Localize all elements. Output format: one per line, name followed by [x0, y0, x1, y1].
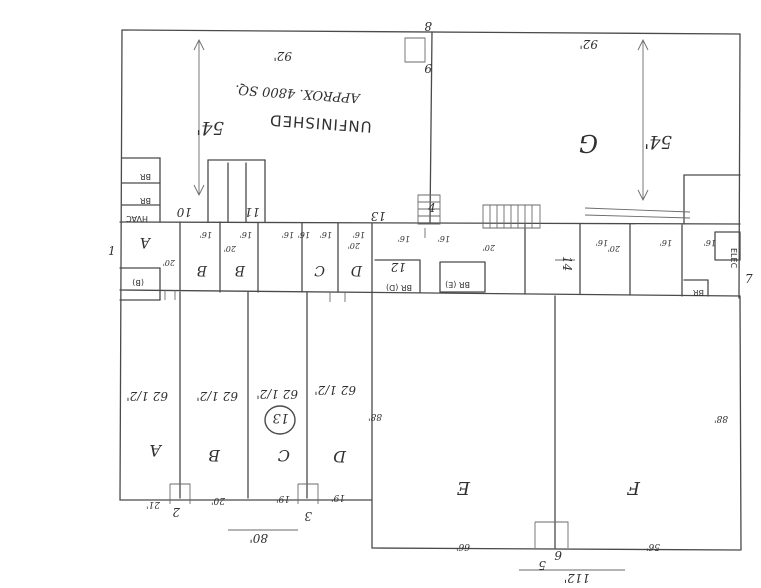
corridor-dim-2: 16': [200, 230, 212, 239]
corridor-unit-letters: A B B C D: [140, 234, 363, 278]
area-g-depth-label: 54': [644, 131, 672, 152]
area-g-label: G: [579, 129, 598, 157]
marker-8: 8: [424, 19, 432, 33]
upper-depth-label: 54': [196, 117, 224, 138]
marker-14: 14: [560, 256, 574, 271]
circled-number: 13: [272, 410, 289, 425]
marker-6: 6: [554, 548, 562, 562]
unit-b-length: 62 1/2': [196, 389, 238, 403]
lower-right-width: 112': [564, 571, 590, 585]
marker-11: 11: [245, 205, 260, 219]
circled-number-marker: 13: [264, 405, 296, 435]
marker-4: 4: [427, 201, 436, 215]
upper-area-label: UNFINISHED: [269, 111, 373, 136]
corridor-dim-6: 16': [298, 230, 310, 239]
br-label-2: BR: [140, 196, 151, 205]
corridor-letter-b1: B: [197, 262, 208, 278]
upper-area-note: APPROX. 4800 SQ.: [235, 81, 362, 105]
upper-width-label: 92': [273, 49, 292, 63]
corridor-dim-16: 16': [704, 238, 716, 247]
marker-2: 2: [172, 505, 181, 519]
unit-b-frontage: 20': [211, 495, 226, 505]
unit-f-frontage: 56': [646, 541, 660, 551]
overall-widths: 80' 112': [249, 531, 590, 585]
unit-a-frontage: 21': [146, 499, 161, 509]
corridor-letter-a: A: [140, 234, 152, 250]
unit-c-label: C: [278, 446, 290, 465]
corridor-dim-13: 16': [596, 238, 608, 247]
closet-b-label: (B): [132, 278, 144, 287]
unit-d-label: D: [333, 447, 347, 466]
dimension-arrows: [193, 38, 649, 571]
corridor-dim-9: 20': [348, 241, 361, 250]
br-label-1: BR: [140, 172, 151, 181]
point-markers: 1 2 3 4 5 6 7 8 9 10 11 12 13 14: [108, 19, 753, 572]
elec-label: ELEC: [729, 248, 738, 269]
marker-7: 7: [745, 272, 753, 286]
unit-a-length: 62 1/2': [126, 389, 168, 403]
unit-c-length: 62 1/2': [256, 387, 298, 401]
unit-f-depth: 88': [714, 413, 728, 423]
corridor-dim-4: 16': [240, 230, 252, 239]
hvac-label: HVAC: [126, 214, 148, 223]
area-g-labels: G 92' 54': [579, 37, 672, 157]
marker-13: 13: [370, 209, 386, 223]
small-room-labels: BR BR BR BR (D) BR (E) ELEC HVAC (B): [126, 172, 738, 297]
unit-d-length: 62 1/2': [314, 383, 356, 397]
stair-details: [164, 37, 691, 548]
corridor-dim-8: 16': [353, 230, 365, 239]
corridor-dim-14: 20': [608, 244, 621, 253]
unit-f-label: F: [626, 477, 641, 498]
corridor-letter-c: C: [314, 262, 325, 278]
corridor-dim-12: 20': [483, 243, 496, 252]
plan-walls: [119, 29, 742, 551]
unit-b-label: B: [208, 446, 221, 465]
unit-d-frontage: 19': [331, 492, 345, 502]
br-e-label: BR (E): [445, 280, 470, 289]
unit-e-frontage: 66': [456, 541, 470, 551]
corridor-dim-3: 20': [224, 244, 237, 253]
marker-12: 12: [391, 260, 406, 274]
lower-left-width: 80': [249, 531, 268, 545]
marker-10: 10: [176, 205, 192, 219]
marker-9: 9: [424, 61, 432, 75]
corridor-dim-11: 16': [438, 234, 450, 243]
corridor-dim-15: 16': [660, 238, 672, 247]
corridor-letter-b2: B: [235, 262, 246, 278]
unit-e-label: E: [457, 477, 471, 498]
lower-unit-labels: A 62 1/2' 21' B 62 1/2' 20' C 62 1/2' 19…: [126, 383, 728, 551]
unit-a-label: A: [149, 441, 163, 460]
marker-3: 3: [304, 509, 312, 523]
corridor-dim-7: 16': [320, 230, 332, 239]
br-d-label: BR (D): [386, 283, 412, 292]
unit-e-depth: 88': [368, 411, 382, 421]
corridor-dim-5: 16': [282, 230, 294, 239]
corridor-letter-d: D: [351, 262, 363, 278]
unit-c-frontage: 19': [276, 493, 290, 503]
marker-5: 5: [538, 558, 546, 572]
corridor-dim-10: 16': [398, 234, 410, 243]
area-g-width-label: 92': [579, 37, 598, 51]
marker-1: 1: [108, 244, 116, 258]
corridor-dimensions: 20' 16' 20' 16' 16' 16' 16' 16' 20' 16' …: [163, 230, 716, 267]
corridor-dim-1: 20': [163, 258, 176, 267]
upper-area-labels: UNFINISHED APPROX. 4800 SQ. 92' 54': [196, 49, 372, 138]
br-label-3: BR: [693, 288, 704, 297]
